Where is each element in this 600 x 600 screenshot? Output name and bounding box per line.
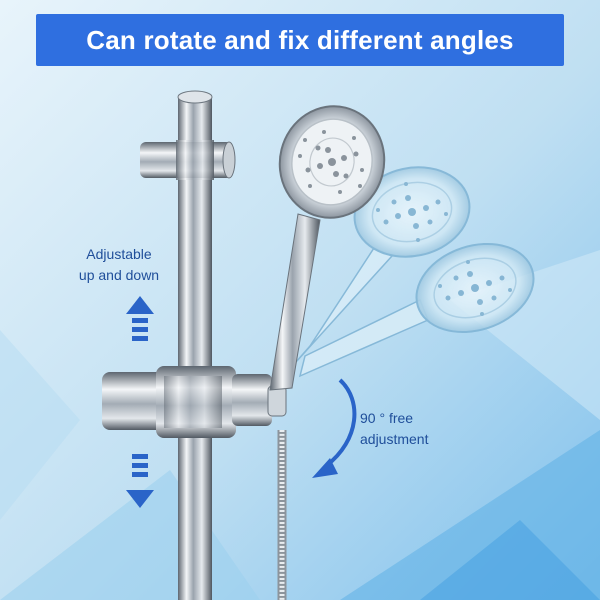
vertical-adjust-line1: Adjustable — [86, 246, 152, 262]
arrow-down-icon — [126, 454, 154, 508]
rotation-label: 90 ° free adjustment — [360, 408, 460, 450]
arrow-up-icon — [126, 296, 154, 341]
curved-rotation-arrow-icon — [312, 378, 357, 478]
rotation-line2: adjustment — [360, 431, 429, 447]
rotation-line1: 90 ° free — [360, 410, 414, 426]
shower-head-angle-3 — [298, 242, 535, 378]
shower-head-main — [269, 105, 386, 391]
sliding-holder — [102, 366, 287, 438]
shower-head-angle-2 — [295, 166, 471, 363]
top-wall-clamp — [140, 140, 236, 180]
banner-title: Can rotate and fix different angles — [86, 24, 514, 55]
vertical-adjust-line2: up and down — [78, 267, 160, 283]
title-banner: Can rotate and fix different angles — [36, 14, 564, 66]
vertical-adjust-label: Adjustable up and down — [64, 244, 174, 286]
